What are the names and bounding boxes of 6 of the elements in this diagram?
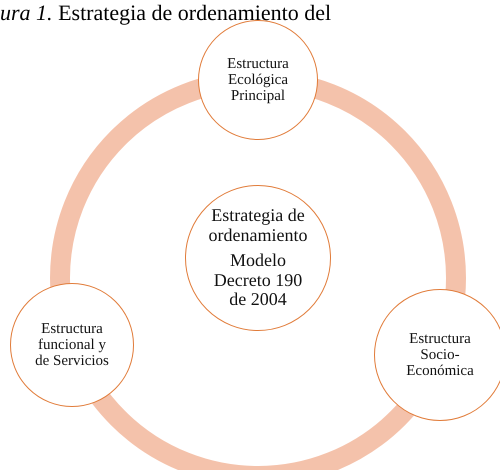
- figure-title: ura 1. Estrategia de ordenamiento del: [0, 0, 332, 26]
- node-label: Estructura Socio-Económica: [405, 330, 475, 380]
- node-label: Estructura funcional y de Servicios: [34, 320, 110, 370]
- node-label: Modelo Decreto 190 de 2004: [212, 251, 304, 310]
- node-label: Estructura Ecológica Principal: [226, 56, 290, 104]
- node-label: Estrategia de ordenamiento: [208, 206, 308, 246]
